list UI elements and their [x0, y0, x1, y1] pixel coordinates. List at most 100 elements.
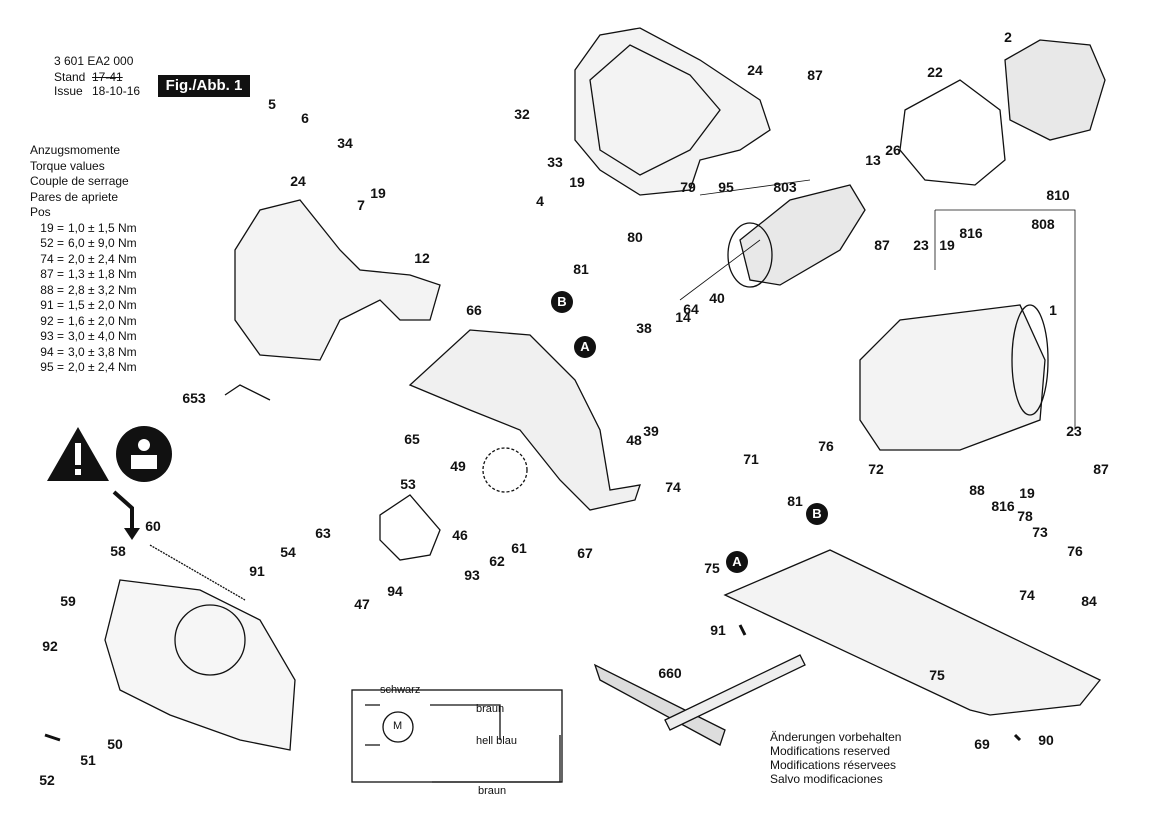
callout-number: 47: [354, 596, 370, 612]
callout-number: 2: [1004, 29, 1012, 45]
callout-number: 92: [42, 638, 58, 654]
callout-number: 63: [315, 525, 331, 541]
torque-table: Anzugsmomente Torque values Couple de se…: [30, 143, 137, 376]
callout-number: 94: [387, 583, 403, 599]
callout-number: 38: [636, 320, 652, 336]
callout-number: 816: [959, 225, 983, 241]
callout-number: 78: [1017, 508, 1033, 524]
callout-number: 1: [1049, 302, 1057, 318]
callout-number: 91: [249, 563, 265, 579]
stand-value: 17-41: [92, 70, 123, 84]
warning-triangle-icon: [47, 427, 109, 481]
callout-number: 6: [301, 110, 309, 126]
callout-number: 810: [1046, 187, 1070, 203]
armature: [739, 184, 866, 286]
torque-row: 87 =1,3 ± 1,8 Nm: [40, 267, 137, 281]
callout-number: 52: [39, 772, 55, 788]
callout-number: 51: [80, 752, 96, 768]
torque-title-en: Torque values: [30, 158, 105, 173]
issue-label: Issue: [54, 84, 83, 98]
callout-number: 49: [450, 458, 466, 474]
callout-number: 84: [1081, 593, 1097, 609]
motor-symbol: [382, 711, 414, 743]
callout-number: 66: [466, 302, 482, 318]
callout-number: 69: [974, 736, 990, 752]
callout-number: 4: [536, 193, 544, 209]
torque-row: 94 =3,0 ± 3,8 Nm: [40, 344, 137, 359]
callout-number: 75: [929, 667, 945, 683]
callout-number: 88: [969, 482, 985, 498]
callout-number: 7: [357, 197, 365, 213]
callout-number: 808: [1031, 216, 1055, 232]
base-plate: [723, 549, 1102, 716]
callout-number: 87: [807, 67, 823, 83]
wiring-diagram-frame: [351, 689, 563, 783]
fan-baffle: [899, 79, 1006, 186]
marker-b: B: [806, 503, 828, 525]
callout-number: 60: [145, 518, 161, 534]
callout-number: 74: [1019, 587, 1035, 603]
lower-guard: [104, 579, 296, 751]
callout-number: 22: [927, 64, 943, 80]
wire-label-lightblue: hell blau: [476, 735, 517, 747]
callout-number: 81: [573, 261, 589, 277]
callout-number: 803: [773, 179, 797, 195]
figure-badge: Fig./Abb. 1: [158, 75, 250, 97]
upper-guard-housing: [574, 27, 771, 196]
blade-guard: [408, 329, 641, 511]
callout-number: 23: [913, 237, 929, 253]
read-manual-icon: [116, 426, 172, 482]
torque-row: 91 =1,5 ± 2,0 Nm: [40, 298, 137, 312]
modifications-note: Änderungen vorbehalten Modifications res…: [770, 730, 902, 786]
torque-row: 93 =3,0 ± 4,0 Nm: [40, 329, 137, 343]
part-number: 3 601 EA2 000: [54, 54, 134, 68]
callout-number: 33: [547, 154, 563, 170]
callout-number: 74: [665, 479, 681, 495]
callout-number: 48: [626, 432, 642, 448]
callout-number: 87: [1093, 461, 1109, 477]
torque-row: 52 =6,0 ± 9,0 Nm: [40, 236, 137, 250]
callout-number: 5: [268, 96, 276, 112]
torque-title-pos: Pos: [30, 205, 51, 219]
callout-number: 24: [747, 62, 763, 78]
callout-number: 90: [1038, 732, 1054, 748]
callout-number: 26: [885, 142, 901, 158]
callout-number: 40: [709, 290, 725, 306]
callout-number: 67: [577, 545, 593, 561]
callout-number: 23: [1066, 423, 1082, 439]
torque-row: 95 =2,0 ± 2,4 Nm: [40, 360, 137, 374]
field-coil: [1004, 39, 1106, 141]
gear: [482, 447, 528, 493]
parallel-guide: [593, 663, 726, 746]
torque-row: 19 =1,0 ± 1,5 Nm: [40, 220, 137, 235]
callout-number: 87: [874, 237, 890, 253]
callout-number: 76: [1067, 543, 1083, 559]
wire-label-brown: braun: [476, 703, 505, 715]
callout-number: 816: [991, 498, 1015, 514]
callout-number: 59: [60, 593, 76, 609]
callout-number: 660: [658, 665, 682, 681]
motor-housing: [859, 304, 1046, 451]
arrow-icon: [112, 490, 140, 540]
callout-number: 50: [107, 736, 123, 752]
torque-title-de: Anzugsmomente: [30, 143, 121, 157]
callout-number: 79: [680, 179, 696, 195]
callout-number: 34: [337, 135, 353, 151]
marker-a: A: [726, 551, 748, 573]
callout-number: 80: [627, 229, 643, 245]
bearing-flange: [379, 494, 441, 561]
handle-housing: [234, 199, 441, 361]
callout-number: 653: [182, 390, 206, 406]
callout-number: 12: [414, 250, 430, 266]
callout-number: 53: [400, 476, 416, 492]
callout-number: 73: [1032, 524, 1048, 540]
callout-number: 39: [643, 423, 659, 439]
callout-number: 75: [704, 560, 720, 576]
torque-row: 88 =2,8 ± 3,2 Nm: [40, 282, 137, 297]
callout-number: 95: [718, 179, 734, 195]
wire-label-black: schwarz: [380, 684, 421, 696]
torque-row: 74 =2,0 ± 2,4 Nm: [40, 251, 137, 266]
callout-number: 91: [710, 622, 726, 638]
